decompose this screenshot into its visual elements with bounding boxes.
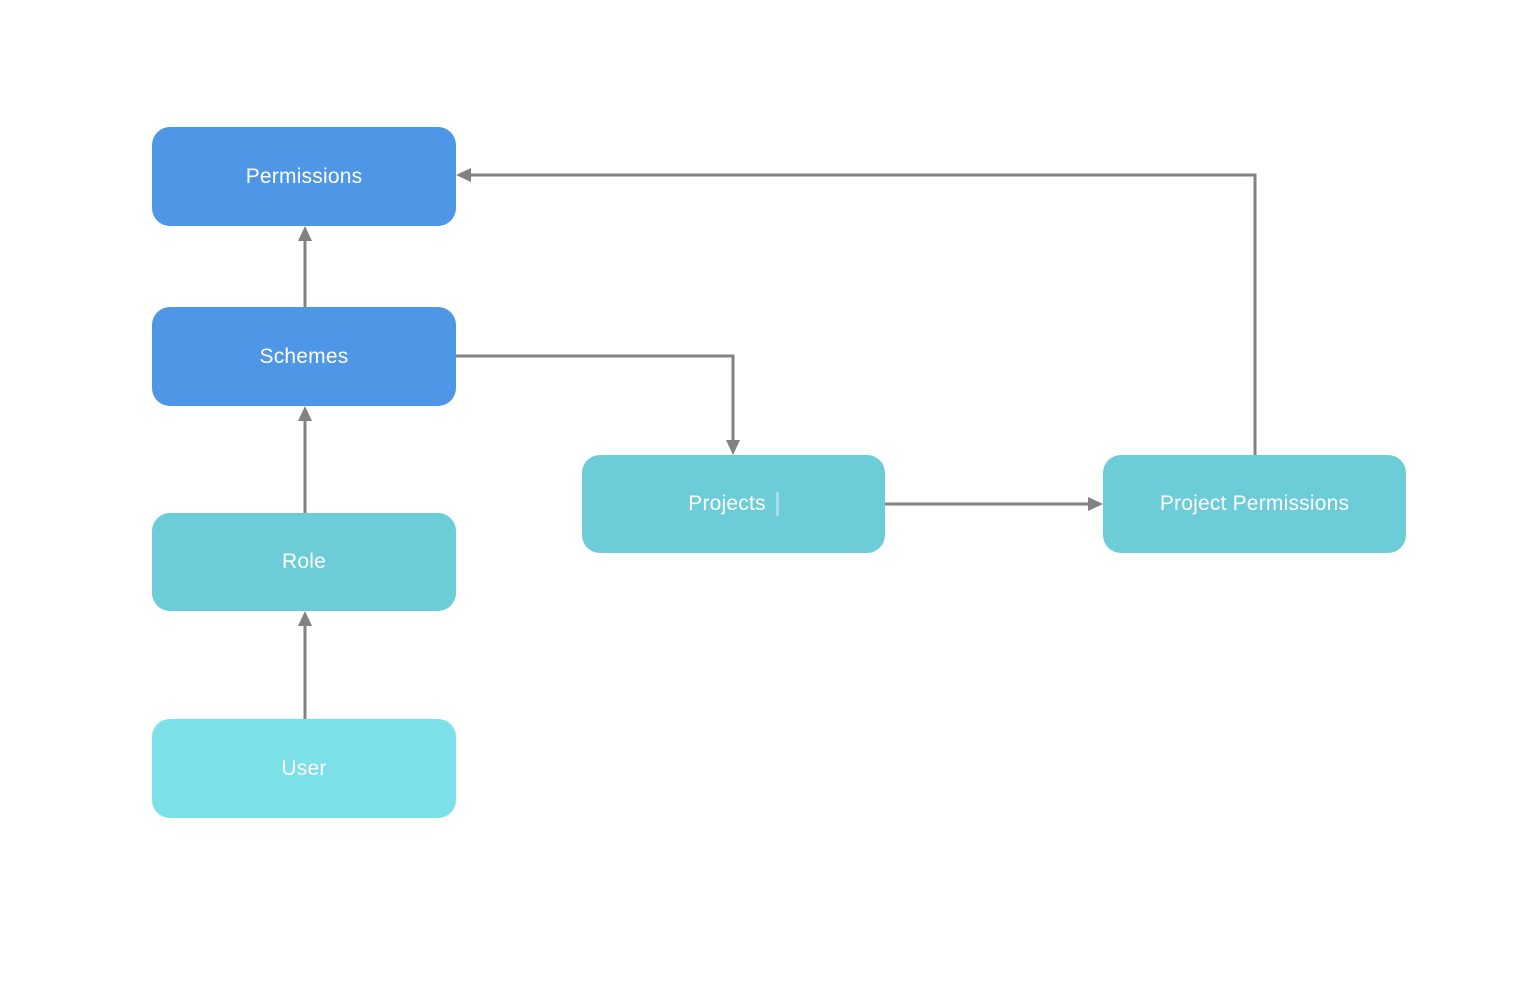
- edge-projects-project-permissions[interactable]: [885, 497, 1103, 511]
- node-role[interactable]: Role: [152, 513, 456, 611]
- edge-schemes-permissions[interactable]: [298, 226, 312, 307]
- node-project-permissions[interactable]: Project Permissions: [1103, 455, 1406, 553]
- edge-role-schemes[interactable]: [298, 406, 312, 513]
- node-user[interactable]: User: [152, 719, 456, 818]
- node-label: Role: [282, 550, 326, 573]
- node-label: Project Permissions: [1159, 492, 1350, 515]
- node-label: Projects: [688, 492, 766, 515]
- node-schemes[interactable]: Schemes: [152, 307, 456, 406]
- arrowhead-right-icon: [1088, 497, 1103, 511]
- arrowhead-up-icon: [298, 226, 312, 241]
- node-permissions[interactable]: Permissions: [152, 127, 456, 226]
- edge-project-permissions-permissions[interactable]: [456, 168, 1257, 455]
- arrowhead-left-icon: [456, 168, 471, 182]
- edge-line: [456, 354, 735, 443]
- text-caret: [775, 492, 779, 516]
- node-label: Schemes: [259, 344, 349, 368]
- arrowhead-down-icon: [726, 440, 740, 455]
- arrowhead-up-icon: [298, 406, 312, 421]
- node-projects[interactable]: Projects: [582, 455, 885, 553]
- node-label: Permissions: [245, 164, 363, 188]
- edge-schemes-projects[interactable]: [456, 354, 740, 455]
- node-label: User: [281, 756, 327, 780]
- edge-line: [468, 173, 1257, 455]
- edge-user-role[interactable]: [298, 611, 312, 719]
- arrowhead-up-icon: [298, 611, 312, 626]
